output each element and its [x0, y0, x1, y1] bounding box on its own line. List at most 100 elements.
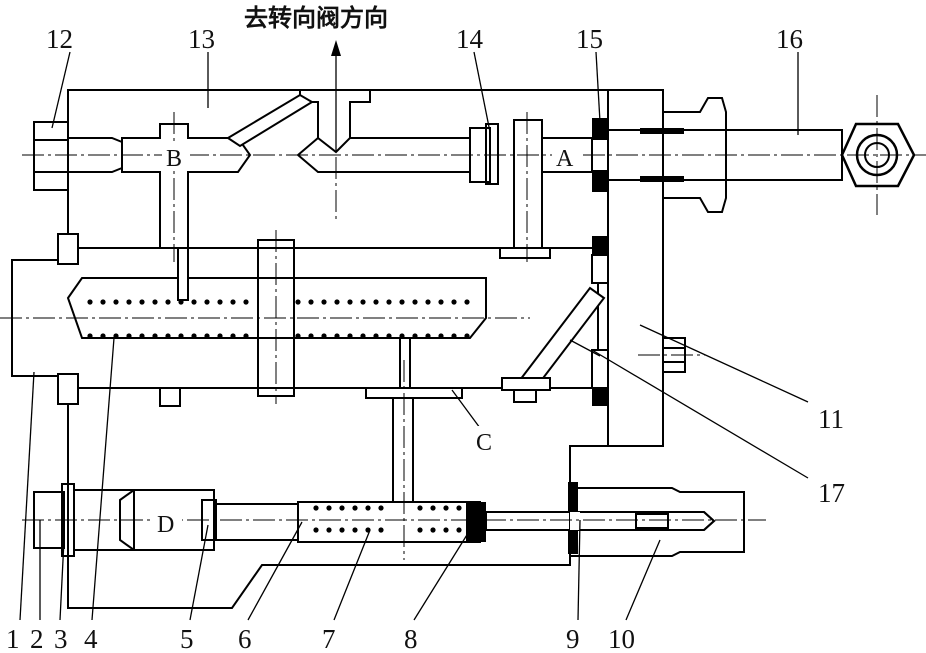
spring-coil-dot	[178, 333, 184, 339]
spring-coil-dot	[191, 333, 197, 339]
spring-coil-dot	[443, 527, 449, 533]
spring-coil-dot	[347, 299, 353, 305]
spring-7-coils	[313, 505, 462, 533]
spring-coil-dot	[334, 299, 340, 305]
plug-12	[33, 121, 123, 191]
spring-coil-dot	[313, 505, 319, 511]
spring-coil-dot	[152, 299, 158, 305]
part-label-14: 14	[456, 24, 484, 54]
spring-coil-dot	[373, 333, 379, 339]
spring-coil-dot	[321, 333, 327, 339]
part-label-10: 10	[608, 624, 635, 653]
spring-coil-dot	[443, 505, 449, 511]
part-label-7: 7	[322, 624, 336, 653]
middle-bore	[57, 233, 609, 407]
direction-arrow	[331, 40, 341, 150]
part-label-8: 8	[404, 624, 418, 653]
spring-coil-dot	[399, 333, 405, 339]
spring-coil-dot	[321, 299, 327, 305]
spring-coil-dot	[425, 299, 431, 305]
spring-coil-dot	[378, 505, 384, 511]
port-label-d: D	[157, 512, 174, 538]
labels: 去转向阀方向 12 13 14 15 16 11 17 1 2 3 4 5 6 …	[6, 4, 845, 653]
part-label-5: 5	[180, 624, 194, 653]
spring-coil-dot	[438, 333, 444, 339]
spring-coil-dot	[412, 299, 418, 305]
spring-coil-dot	[417, 505, 423, 511]
spring-coil-dot	[308, 333, 314, 339]
spring-coil-dot	[313, 527, 319, 533]
fitting-10	[568, 482, 745, 557]
spring-coil-dot	[87, 299, 93, 305]
spring-coil-dot	[339, 527, 345, 533]
spring-coil-dot	[456, 527, 462, 533]
spring-coil-dot	[165, 299, 171, 305]
part-label-17: 17	[818, 478, 845, 508]
direction-label: 去转向阀方向	[244, 4, 388, 32]
part-label-4: 4	[84, 624, 98, 653]
spring-coil-dot	[373, 299, 379, 305]
spring-coil-dot	[100, 333, 106, 339]
part-label-15: 15	[576, 24, 603, 54]
port-label-b: B	[166, 146, 182, 172]
spring-coil-dot	[243, 299, 249, 305]
spring-coil-dot	[352, 505, 358, 511]
part-label-6: 6	[238, 624, 252, 653]
spring-coil-dot	[352, 527, 358, 533]
leader-lines	[19, 51, 809, 621]
spring-coil-dot	[386, 333, 392, 339]
spring-coil-dot	[230, 333, 236, 339]
spring-coil-dot	[113, 333, 119, 339]
spring-coil-dot	[339, 505, 345, 511]
spring-coil-dot	[378, 527, 384, 533]
spring-seat-14	[485, 123, 499, 185]
spring-coil-dot	[230, 299, 236, 305]
spring-coil-dot	[360, 299, 366, 305]
port-label-c: C	[476, 430, 492, 456]
spring-coil-dot	[451, 299, 457, 305]
spring-coil-dot	[417, 527, 423, 533]
spring-coil-dot	[308, 299, 314, 305]
spring-4-coils	[87, 299, 470, 339]
spring-coil-dot	[126, 333, 132, 339]
part-label-16: 16	[776, 24, 803, 54]
spring-coil-dot	[178, 299, 184, 305]
spring-coil-dot	[139, 299, 145, 305]
spring-coil-dot	[326, 505, 332, 511]
spring-coil-dot	[217, 333, 223, 339]
spring-coil-dot	[100, 299, 106, 305]
spring-coil-dot	[204, 299, 210, 305]
spring-coil-dot	[412, 333, 418, 339]
spring-coil-dot	[165, 333, 171, 339]
spring-coil-dot	[217, 299, 223, 305]
port-label-a: A	[556, 146, 574, 172]
part-label-9: 9	[566, 624, 580, 653]
spring-coil-dot	[365, 505, 371, 511]
spring-coil-dot	[152, 333, 158, 339]
spring-coil-dot	[360, 333, 366, 339]
spring-coil-dot	[451, 333, 457, 339]
spring-coil-dot	[464, 333, 470, 339]
spring-coil-dot	[295, 299, 301, 305]
spring-coil-dot	[456, 505, 462, 511]
part-label-11: 11	[818, 404, 844, 434]
spring-coil-dot	[399, 299, 405, 305]
cap-screw-11	[662, 337, 686, 373]
spring-coil-dot	[126, 299, 132, 305]
spring-coil-dot	[326, 527, 332, 533]
lower-valve-body	[67, 387, 609, 609]
spring-coil-dot	[438, 299, 444, 305]
spring-coil-dot	[191, 299, 197, 305]
spring-coil-dot	[334, 333, 340, 339]
spring-coil-dot	[425, 333, 431, 339]
spring-coil-dot	[430, 505, 436, 511]
spring-coil-dot	[87, 333, 93, 339]
upper-bore	[121, 89, 593, 259]
part-label-2: 2	[30, 624, 44, 653]
spring-coil-dot	[204, 333, 210, 339]
spring-coil-dot	[113, 299, 119, 305]
spring-coil-dot	[295, 333, 301, 339]
part-label-13: 13	[188, 24, 215, 54]
part-label-3: 3	[54, 624, 68, 653]
